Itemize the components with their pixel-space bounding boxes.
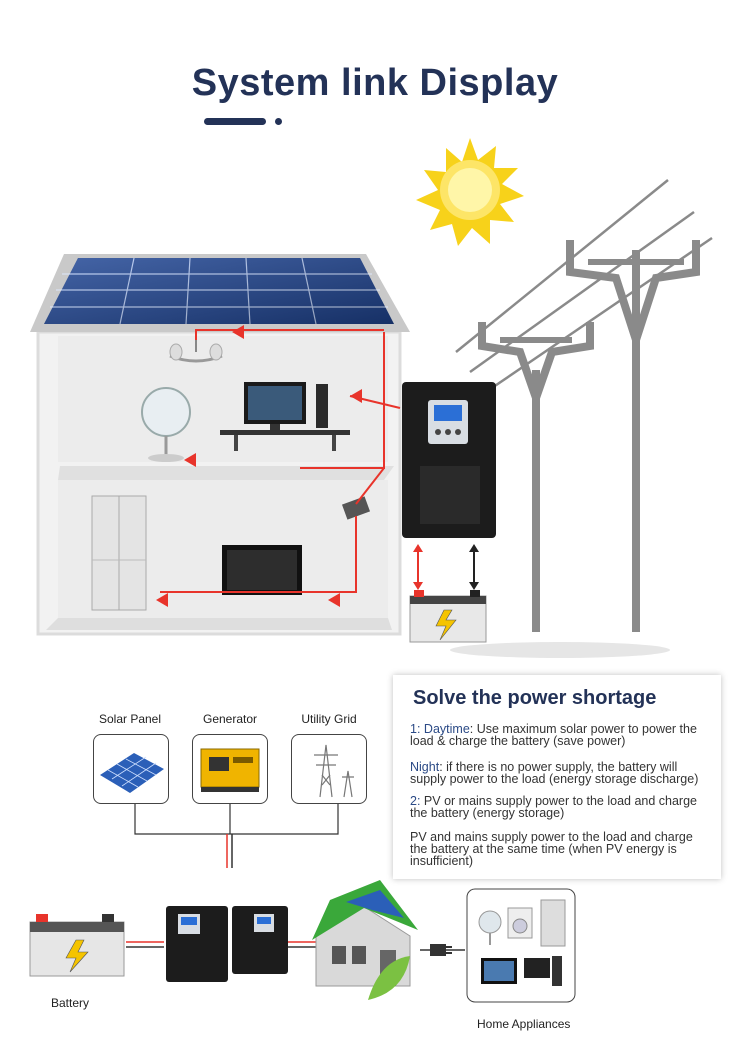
card-item-1: 1: Daytime: Use maximum solar power to p… [410, 722, 697, 748]
house-cutaway [30, 254, 410, 636]
inverter-icon [402, 382, 496, 538]
battery-icon [409, 590, 487, 643]
solar-panel-icon [100, 753, 164, 793]
appliances-label: Home Appliances [477, 1017, 571, 1031]
fridge-icon [91, 495, 147, 611]
source-label-solar: Solar Panel [98, 712, 162, 726]
card-item-4: PV and mains supply power to the load an… [410, 830, 693, 868]
ceiling-light-icon [169, 340, 223, 363]
generator-icon [200, 748, 260, 792]
flow-wires [160, 329, 401, 593]
house-icon [312, 880, 418, 1000]
flow-arrows [156, 325, 362, 607]
system-illustration [30, 138, 713, 658]
bottom-diagram [29, 804, 576, 1003]
card-heading: Solve the power shortage [413, 687, 657, 709]
plug-icon [430, 944, 452, 956]
battery-icon [29, 914, 125, 977]
battery-label: Battery [51, 996, 90, 1010]
battery-link [413, 544, 479, 590]
inverter-icon [166, 906, 288, 982]
info-card: Solve the power shortage 1: Daytime: Use… [393, 675, 721, 879]
desk-computer-icon [220, 382, 350, 451]
title-underline [204, 118, 266, 125]
sun-icon [416, 138, 524, 246]
tv-icon [222, 545, 302, 595]
generator-box [192, 734, 268, 804]
appliance-icon [478, 899, 566, 986]
utility-poles [455, 179, 713, 632]
pylon-icon [314, 744, 354, 798]
solar-panel-box [93, 734, 169, 804]
title-underline-dot [275, 118, 282, 125]
card-item-2: Night: if there is no power supply, the … [410, 760, 699, 786]
page-title: System link Display [191, 62, 559, 104]
switch-box-icon [341, 496, 371, 520]
utility-grid-box [291, 734, 367, 804]
card-item-3: 2: PV or mains supply power to the load … [410, 794, 697, 820]
fan-icon [141, 387, 191, 462]
source-label-generator: Generator [202, 712, 258, 726]
source-label-grid: Utility Grid [301, 712, 357, 726]
